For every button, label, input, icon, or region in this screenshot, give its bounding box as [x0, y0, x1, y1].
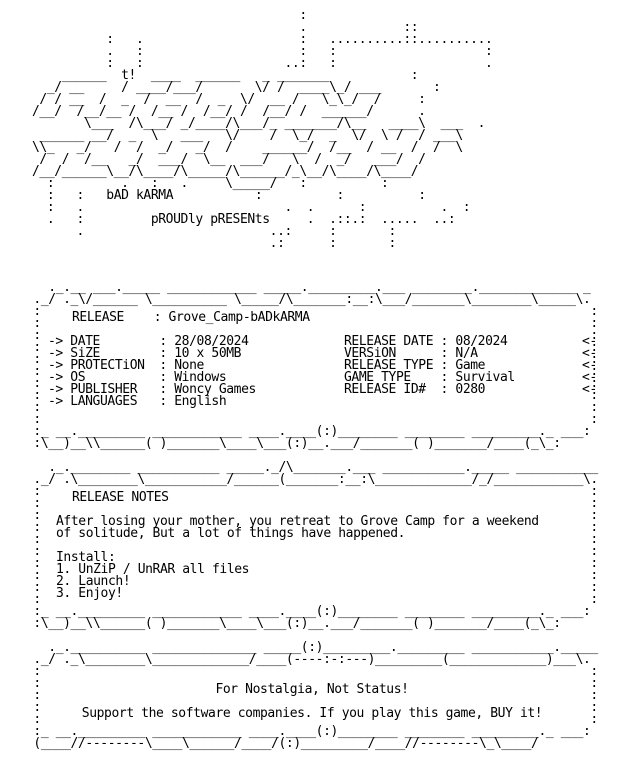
info-date: -> DATE : 28/08/2024 [48, 334, 249, 349]
group-tag: t! [121, 68, 136, 83]
arrow-marker: <- [582, 382, 597, 397]
arrow-marker: <- [582, 334, 597, 349]
footer-support: Support the software companies. If you p… [81, 706, 543, 721]
info-release-date: RELEASE DATE : 08/2024 [344, 334, 508, 349]
info-release-id: RELEASE ID# : 0280 [344, 382, 486, 397]
release-info-frame: ._.__ ___._____ ____________ _____._____… [33, 280, 598, 451]
notes-heading: RELEASE NOTES [72, 490, 169, 505]
arrow-marker: <- [582, 358, 597, 373]
notes-description-line: of solitude, But a lot of things have ha… [56, 526, 406, 541]
install-step: 2. Launch! [56, 574, 131, 589]
info-release-type: RELEASE TYPE : Game [344, 358, 486, 373]
install-step: 1. UnZiP / UnRAR all files [56, 562, 250, 577]
info-game-type: GAME TYPE : Survival [344, 370, 515, 385]
install-step: 3. Enjoy! [56, 586, 123, 601]
info-protection: -> PROTECTiON : None [48, 358, 204, 373]
ascii-logo-art: : . :: : . : ..........::.......... . : … [32, 8, 493, 251]
info-size: -> SiZE : 10 x 50MB [48, 346, 242, 361]
notes-description-line: After losing your mother, you retreat to… [56, 514, 539, 529]
info-os: -> OS : Windows [48, 370, 227, 385]
footer-frame: ._.__________ ______________ _____(:)___… [33, 640, 598, 751]
presents-text: pROUDly pRESENts [150, 212, 270, 227]
info-publisher: -> PUBLISHER : Woncy Games [48, 382, 256, 397]
group-name: bAD kARMA [106, 188, 174, 203]
arrow-marker: <- [582, 346, 597, 361]
release-notes-frame: ._.________ ___________ _____._/\_______… [33, 460, 598, 631]
info-version: VERSiON : N/A [344, 346, 478, 361]
footer-slogan: For Nostalgia, Not Status! [215, 682, 409, 697]
info-languages: -> LANGUAGES : English [48, 394, 227, 409]
release-heading: RELEASE : Grove_Camp-bADkARMA [72, 310, 310, 325]
arrow-marker: <- [582, 370, 597, 385]
install-title: Install: [56, 550, 116, 565]
